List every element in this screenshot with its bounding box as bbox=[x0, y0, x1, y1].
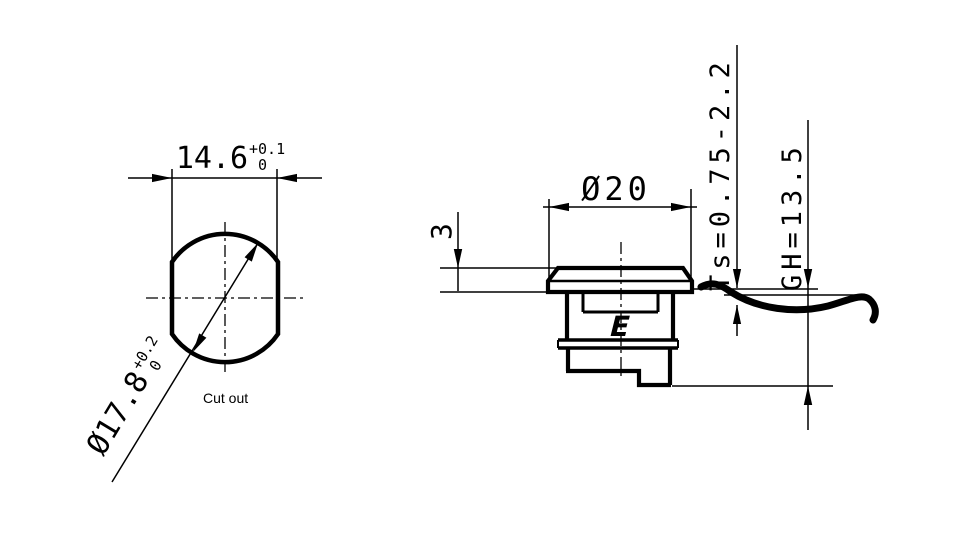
body-band bbox=[558, 338, 678, 350]
dimension-width: 14.6 +0.1 0 bbox=[128, 140, 322, 259]
dimension-panel-thickness: Ts=0.75-2.2 bbox=[705, 45, 742, 336]
grip-height-dim-value: GH=13.5 bbox=[777, 142, 808, 291]
arrowhead-left bbox=[549, 202, 569, 212]
arrowhead-upper bbox=[244, 243, 258, 262]
arrowhead-down bbox=[803, 269, 813, 288]
spring-clip-profile bbox=[697, 280, 879, 324]
head-diameter-dim-value: Ø20 bbox=[581, 170, 651, 208]
dimension-line-diagonal bbox=[111, 242, 259, 483]
dimension-flange-height: 3 bbox=[425, 212, 463, 291]
width-dim-tol-upper: +0.1 bbox=[249, 140, 285, 158]
arrowhead-lower bbox=[193, 333, 207, 352]
arrowhead-right bbox=[152, 173, 172, 183]
width-dim-value: 14.6 bbox=[176, 141, 248, 176]
width-dim-tol-lower: 0 bbox=[258, 156, 267, 174]
arrowhead-up bbox=[732, 305, 742, 324]
dimension-head-diameter: Ø20 bbox=[543, 170, 697, 279]
cutout-label: Cut out bbox=[203, 390, 248, 406]
body-outer-walls bbox=[564, 292, 676, 340]
arrowhead-up bbox=[803, 386, 813, 405]
dimension-grip-height: GH=13.5 bbox=[777, 120, 813, 430]
body-lower-walls bbox=[565, 348, 673, 385]
body-inner-rebate bbox=[581, 292, 660, 314]
arrowhead-down bbox=[732, 269, 742, 288]
cutout-shape bbox=[169, 231, 281, 365]
flange-height-dim-value: 3 bbox=[425, 223, 458, 240]
arrowhead-down bbox=[453, 249, 463, 268]
body-band-ends bbox=[557, 340, 679, 348]
arrowhead-left bbox=[277, 173, 297, 183]
section-view: E 3 Ø20 Ts=0.75-2.2 bbox=[425, 45, 879, 430]
panel-thickness-dim-value: Ts=0.75-2.2 bbox=[705, 57, 736, 291]
arrowhead-right bbox=[671, 202, 691, 212]
body-bottom-step bbox=[566, 368, 671, 388]
